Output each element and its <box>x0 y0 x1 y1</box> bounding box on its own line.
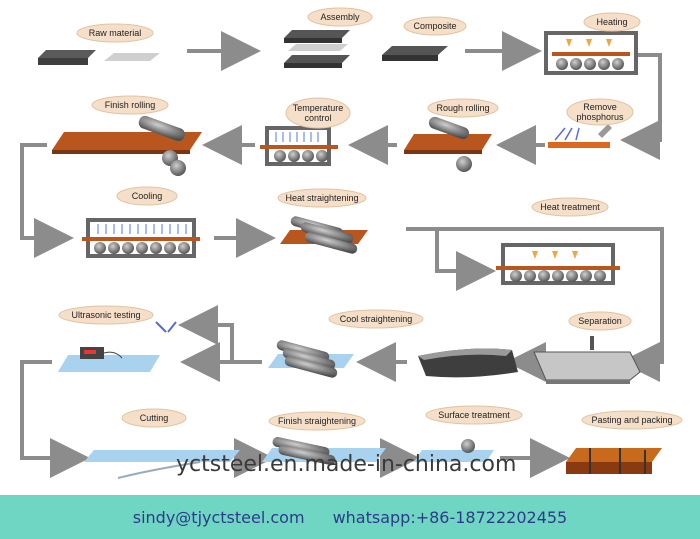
composite-illustration <box>382 46 448 61</box>
step-label: Composite <box>413 21 456 31</box>
assembly-illustration <box>284 30 350 68</box>
step-label: Assembly <box>320 12 360 22</box>
step-label-bubble <box>116 186 178 206</box>
cool-straightening-illustration-plate <box>418 348 518 378</box>
step-label: Finish rolling <box>105 100 156 110</box>
step-label: Raw material <box>89 28 142 38</box>
finish-rolling-illustration <box>52 115 202 176</box>
separation-illustration <box>533 336 641 384</box>
step-label-bubble <box>568 311 632 331</box>
step-label-bubble <box>403 16 467 36</box>
step-label-bubble <box>531 197 609 217</box>
step-label-bubble <box>91 95 169 115</box>
step-label: Cutting <box>140 413 169 423</box>
arrow <box>406 227 664 382</box>
watermark: yctsteel.en.made-in-china.com <box>176 452 516 477</box>
temperature-control-illustration <box>260 126 338 166</box>
step-label: Cool straightening <box>340 314 413 324</box>
step-label: Heat straightening <box>285 193 358 203</box>
step-label-bubble <box>583 12 641 32</box>
step-label: Separation <box>578 316 622 326</box>
step-label-bubble <box>268 411 366 431</box>
finish-straightening-illustration <box>262 437 386 465</box>
step-label: Finish straightening <box>278 416 356 426</box>
rough-rolling-illustration <box>404 116 492 172</box>
arrow <box>20 143 74 258</box>
step-label-bubble <box>307 7 373 27</box>
whatsapp-text: whatsapp:+86-18722202455 <box>332 507 568 527</box>
email-text: sindy@tjyctsteel.com <box>132 507 305 527</box>
step-label: Rough rolling <box>436 103 489 113</box>
step-label: Surface treatment <box>438 410 510 420</box>
raw-material-illustration <box>38 50 160 65</box>
step-label-bubble <box>76 23 154 43</box>
step-label: Pasting and packing <box>591 415 672 425</box>
cutting-illustration <box>84 450 240 479</box>
step-label: Ultrasonic testing <box>71 310 140 320</box>
step-label-bubble <box>328 309 424 329</box>
arrow <box>178 305 234 362</box>
surface-treatment-illustration <box>414 439 494 462</box>
step-label: Cooling <box>132 191 163 201</box>
step-label-bubble <box>277 188 367 208</box>
ultrasonic-testing-illustration <box>58 321 177 372</box>
pasting-and-packing-illustration <box>566 448 662 474</box>
heat-treatment-illustration <box>496 243 620 285</box>
step-label: Heating <box>596 17 627 27</box>
step-label-bubble <box>566 98 634 126</box>
step-label-bubble <box>581 410 683 430</box>
step-label-bubble <box>58 305 154 325</box>
remove-phosphorus-illustration <box>548 124 612 148</box>
step-label-bubble <box>425 405 523 425</box>
flow-arrows <box>20 31 664 478</box>
arrow <box>620 53 662 160</box>
arrow <box>435 229 496 291</box>
cool-straightening-illustration <box>268 340 354 378</box>
arrow <box>20 360 90 478</box>
step-label-bubble <box>427 98 499 118</box>
step-label-bubble <box>121 408 187 428</box>
step-label: Heat treatment <box>540 202 600 212</box>
heat-straightening-illustration <box>280 216 368 254</box>
step-label-bubble <box>285 97 351 129</box>
cooling-illustration <box>82 218 200 258</box>
heating-illustration <box>544 31 638 75</box>
contact-footer: sindy@tjyctsteel.com whatsapp:+86-187222… <box>0 495 700 539</box>
